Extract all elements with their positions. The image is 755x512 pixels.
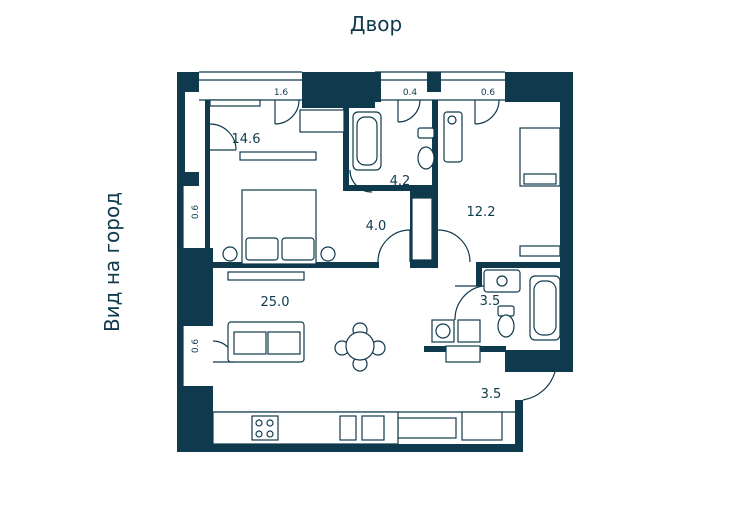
washer-icon xyxy=(431,319,455,343)
area-hall: 4.0 xyxy=(366,219,387,234)
kitchen-counter xyxy=(212,411,399,445)
area-bedroom-2: 12.2 xyxy=(467,205,496,220)
area-living: 25.0 xyxy=(261,295,290,310)
label-city-view: Вид на город xyxy=(100,192,124,332)
sofa-icon xyxy=(227,321,305,363)
radiator-icon xyxy=(209,99,481,439)
column-left-middle xyxy=(177,248,213,326)
area-corridor: 3.5 xyxy=(481,387,502,402)
column-top-middle xyxy=(302,72,375,108)
bathtub-icon xyxy=(352,111,561,341)
shelf xyxy=(239,151,317,161)
label-courtyard: Двор xyxy=(350,12,402,36)
balcony-top-left: 1.6 xyxy=(274,88,289,98)
door-swing-icon xyxy=(209,99,500,363)
column-left-bottom xyxy=(177,386,213,452)
area-bathroom-2: 3.5 xyxy=(480,294,501,309)
area-bedroom-1: 14.6 xyxy=(232,132,261,147)
double-bed-icon xyxy=(222,189,336,265)
balcony-left-upper: 0.6 xyxy=(191,205,201,220)
balcony-top-right: 0.6 xyxy=(481,88,496,98)
wardrobe-icon xyxy=(461,411,503,441)
cooktop-icon xyxy=(251,415,279,441)
dining-table-icon xyxy=(334,322,386,372)
toilet-icon xyxy=(417,127,515,338)
shirt-icon xyxy=(457,319,481,343)
area-bathroom-1: 4.2 xyxy=(390,174,411,189)
tv-stand xyxy=(227,271,305,281)
balcony-top-mid: 0.4 xyxy=(403,88,418,98)
single-bed-icon xyxy=(519,127,561,257)
balcony-left-lower: 0.6 xyxy=(191,339,201,354)
